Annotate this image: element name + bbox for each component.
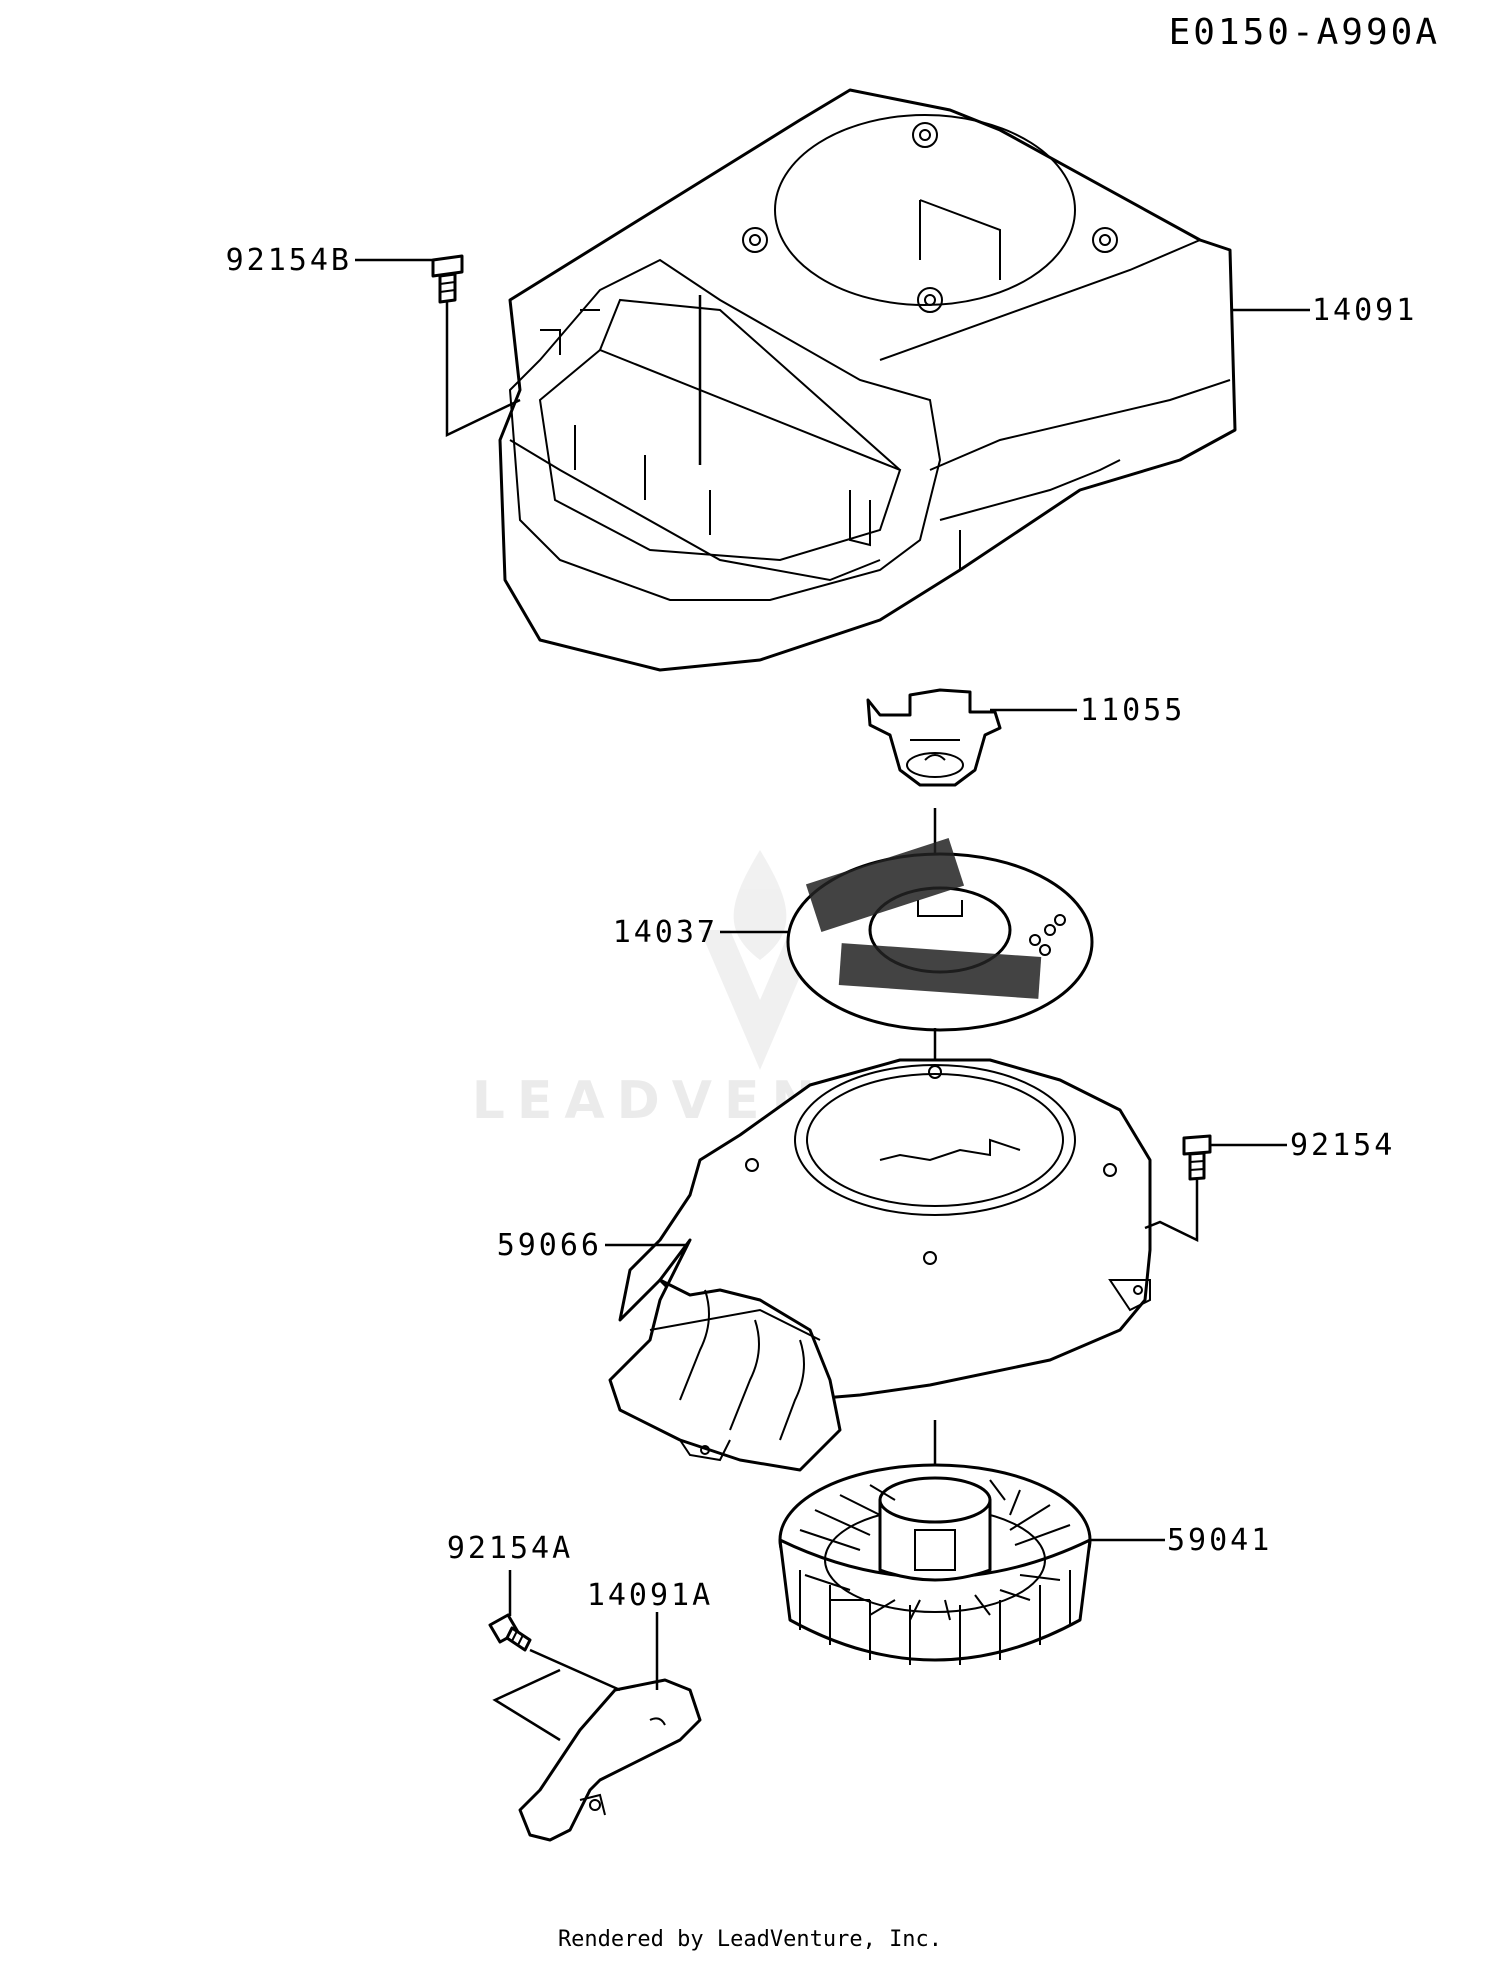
part-59041-fan (778, 1463, 1092, 1665)
label-59066: 59066 (497, 1228, 602, 1263)
part-14091A-cover (518, 1678, 702, 1842)
part-59066-fan-housing (608, 1058, 1152, 1472)
leader-92154B-down (445, 302, 521, 437)
label-14091: 14091 (1312, 293, 1417, 328)
bolt-92154A (488, 1613, 532, 1652)
leader-92154-down (1144, 1180, 1199, 1242)
fan-blades (799, 1479, 1071, 1665)
label-92154A: 92154A (447, 1531, 573, 1566)
bolt-92154B (431, 254, 464, 304)
footer-credit: Rendered by LeadVenture, Inc. (558, 1927, 942, 1952)
label-92154: 92154 (1290, 1128, 1395, 1163)
bolt-92154 (1182, 1134, 1212, 1181)
part-14091-shroud (498, 88, 1237, 672)
label-59041: 59041 (1167, 1523, 1272, 1558)
label-14091A: 14091A (587, 1578, 713, 1613)
part-11055-guide (866, 688, 1002, 787)
label-11055: 11055 (1080, 693, 1185, 728)
diagram-code: E0150-A990A (1169, 12, 1440, 53)
label-14037: 14037 (613, 915, 718, 950)
screen-perforation (805, 838, 1066, 999)
part-14037-screen (786, 838, 1094, 1032)
leader-14091A-bolt (492, 1648, 621, 1742)
label-92154B: 92154B (226, 243, 352, 278)
